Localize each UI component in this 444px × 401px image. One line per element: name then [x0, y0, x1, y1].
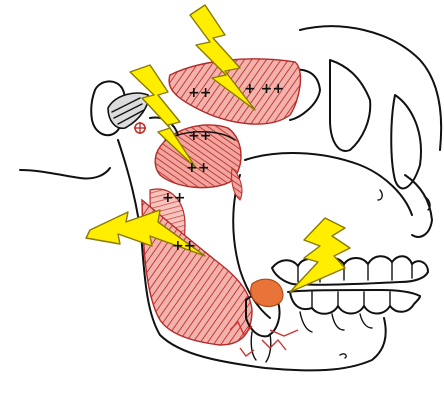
tmj-region — [91, 81, 148, 135]
marker-temporalis: + ++ — [244, 81, 284, 97]
marker-lateral-pterygoid-lower: ++ — [186, 160, 209, 176]
marker-lateral-pterygoid-upper: ++ — [188, 128, 211, 144]
marker-temporalis-anterior: ++ — [188, 85, 211, 101]
tooth-lesion — [251, 279, 283, 306]
lower-teeth — [288, 290, 420, 332]
marker-medial-pterygoid: ++ — [162, 190, 185, 206]
upper-teeth — [272, 256, 428, 285]
marker-masseter: ++ — [172, 238, 195, 254]
